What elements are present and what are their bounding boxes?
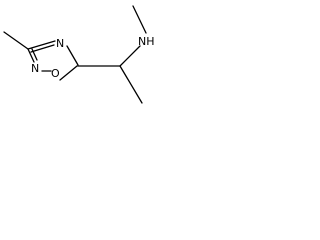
bond-c3-n4 [27,40,56,50]
atom-label-nh: NH [138,35,155,48]
chemical-structure-diagram: N O N NH [3,5,155,104]
bond-methyl-c3 [3,31,29,50]
bond-n2-c3-double [31,48,38,61]
bond-nh-methyl [132,5,147,34]
atom-label-n4: N [56,37,64,50]
bond-n4-c5 [66,45,79,66]
bond-n2-c3 [27,48,35,63]
atom-label-n2: N [31,62,39,75]
atom-label-o1: O [51,67,60,80]
bond-ch-nh [119,45,141,67]
bond-c3-n4-double [30,44,55,53]
bond-c5-o1 [59,65,78,81]
bond-ch-methyl [119,65,143,104]
